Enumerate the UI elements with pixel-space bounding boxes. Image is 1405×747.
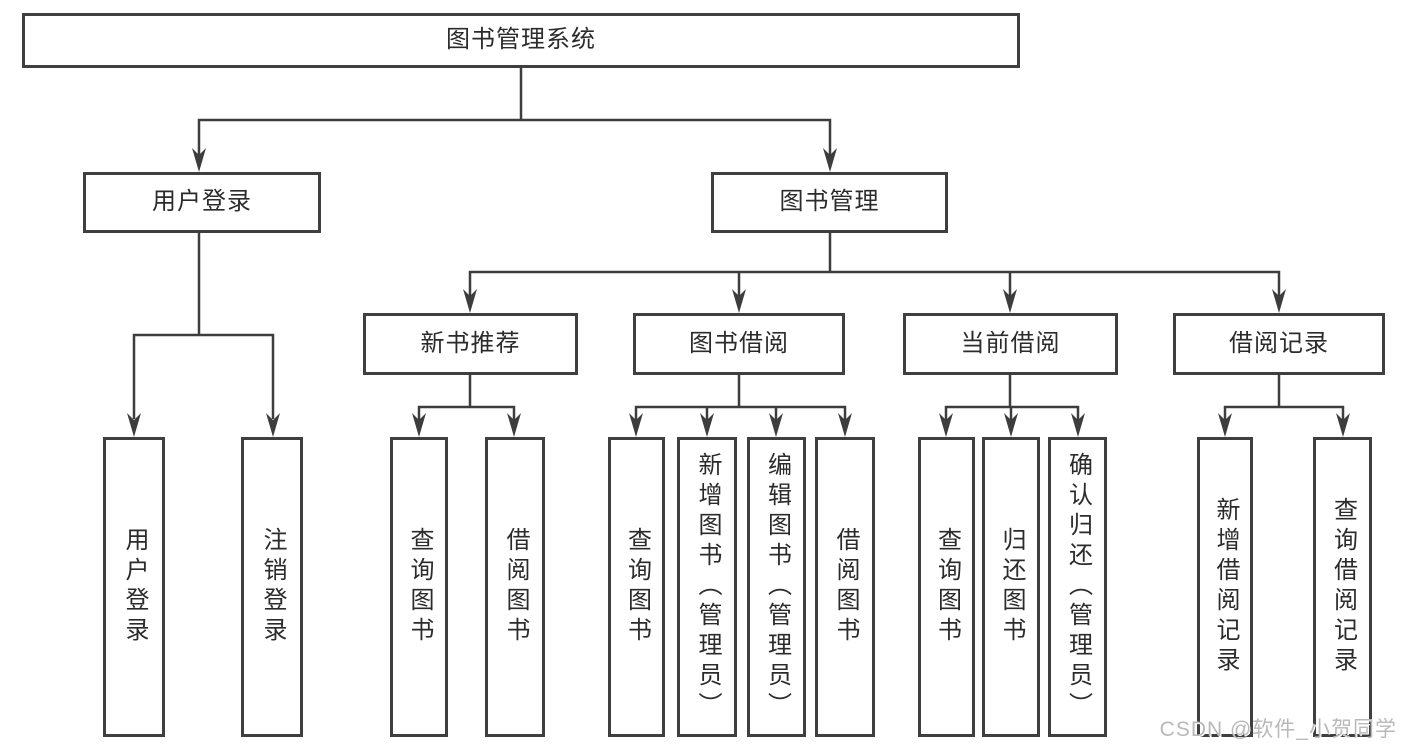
node-new-book-recommend: 新书推荐 xyxy=(363,313,578,375)
watermark-text: CSDN @软件_小贺同学 xyxy=(1159,718,1397,741)
node-borrow-records: 借阅记录 xyxy=(1173,313,1385,375)
node-user-login: 用户登录 xyxy=(83,172,321,233)
node-leaf-return-books: 归还图书 xyxy=(982,437,1040,737)
node-leaf-confirm-return-admin: 确认归还（管理员） xyxy=(1048,437,1107,737)
node-book-borrow: 图书借阅 xyxy=(633,313,845,375)
node-leaf-add-borrow-record: 新增借阅记录 xyxy=(1197,437,1253,737)
node-leaf-query-borrow-record: 查询借阅记录 xyxy=(1313,437,1372,737)
node-leaf-borrow-books: 借阅图书 xyxy=(815,437,875,737)
node-book-management: 图书管理 xyxy=(711,172,948,233)
node-leaf-borrow-books-recommend: 借阅图书 xyxy=(485,437,545,737)
node-leaf-add-books-admin: 新增图书（管理员） xyxy=(677,437,737,737)
node-library-management-system: 图书管理系统 xyxy=(22,13,1020,68)
node-current-borrow: 当前借阅 xyxy=(903,313,1118,375)
node-leaf-user-login: 用户登录 xyxy=(103,437,165,737)
node-leaf-logout: 注销登录 xyxy=(241,437,303,737)
node-leaf-query-books-current: 查询图书 xyxy=(918,437,975,737)
node-leaf-edit-books-admin: 编辑图书（管理员） xyxy=(747,437,806,737)
node-leaf-query-books-recommend: 查询图书 xyxy=(390,437,448,737)
node-leaf-query-books-borrow: 查询图书 xyxy=(608,437,665,737)
